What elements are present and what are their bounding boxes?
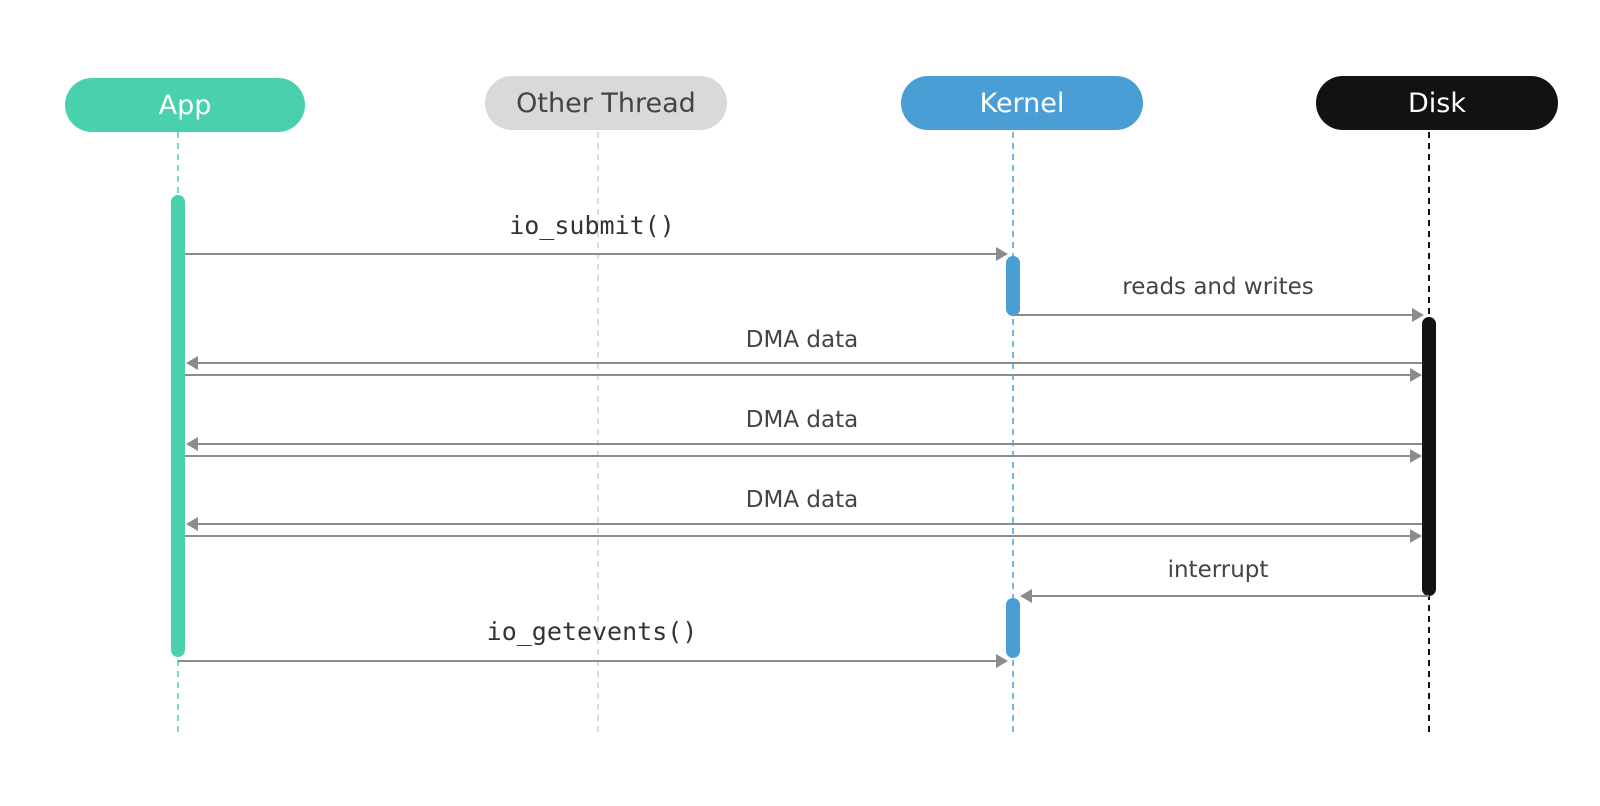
- actor-other-thread-label: Other Thread: [516, 88, 696, 119]
- message-reads-and-writes: reads and writes: [1013, 274, 1424, 322]
- message-label: io_getevents(): [487, 617, 698, 646]
- activation-bar-app: [171, 195, 185, 657]
- activation-bars: [171, 195, 1436, 658]
- activation-bar-disk: [1422, 317, 1436, 596]
- activation-bar-kernel: [1006, 598, 1020, 658]
- actor-app: App: [65, 78, 305, 132]
- message-label: io_submit(): [509, 211, 675, 240]
- message-label: DMA data: [746, 487, 858, 513]
- message-label: DMA data: [746, 327, 858, 353]
- message-io-submit: io_submit(): [185, 211, 1008, 261]
- message-label: reads and writes: [1122, 274, 1313, 300]
- message-label: interrupt: [1168, 557, 1269, 583]
- actor-disk: Disk: [1316, 76, 1558, 130]
- message-interrupt: interrupt: [1020, 557, 1429, 603]
- message-io-getevents: io_getevents(): [178, 617, 1008, 668]
- message-label: DMA data: [746, 407, 858, 433]
- actor-other-thread: Other Thread: [485, 76, 727, 130]
- activation-bar-kernel: [1006, 256, 1020, 316]
- actor-disk-label: Disk: [1408, 88, 1466, 119]
- actor-app-label: App: [159, 90, 212, 121]
- actor-kernel: Kernel: [901, 76, 1143, 130]
- actor-kernel-label: Kernel: [980, 88, 1065, 119]
- message-dma-data: DMA data: [185, 407, 1422, 463]
- message-dma-data: DMA data: [185, 487, 1422, 543]
- message-dma-data: DMA data: [185, 327, 1422, 382]
